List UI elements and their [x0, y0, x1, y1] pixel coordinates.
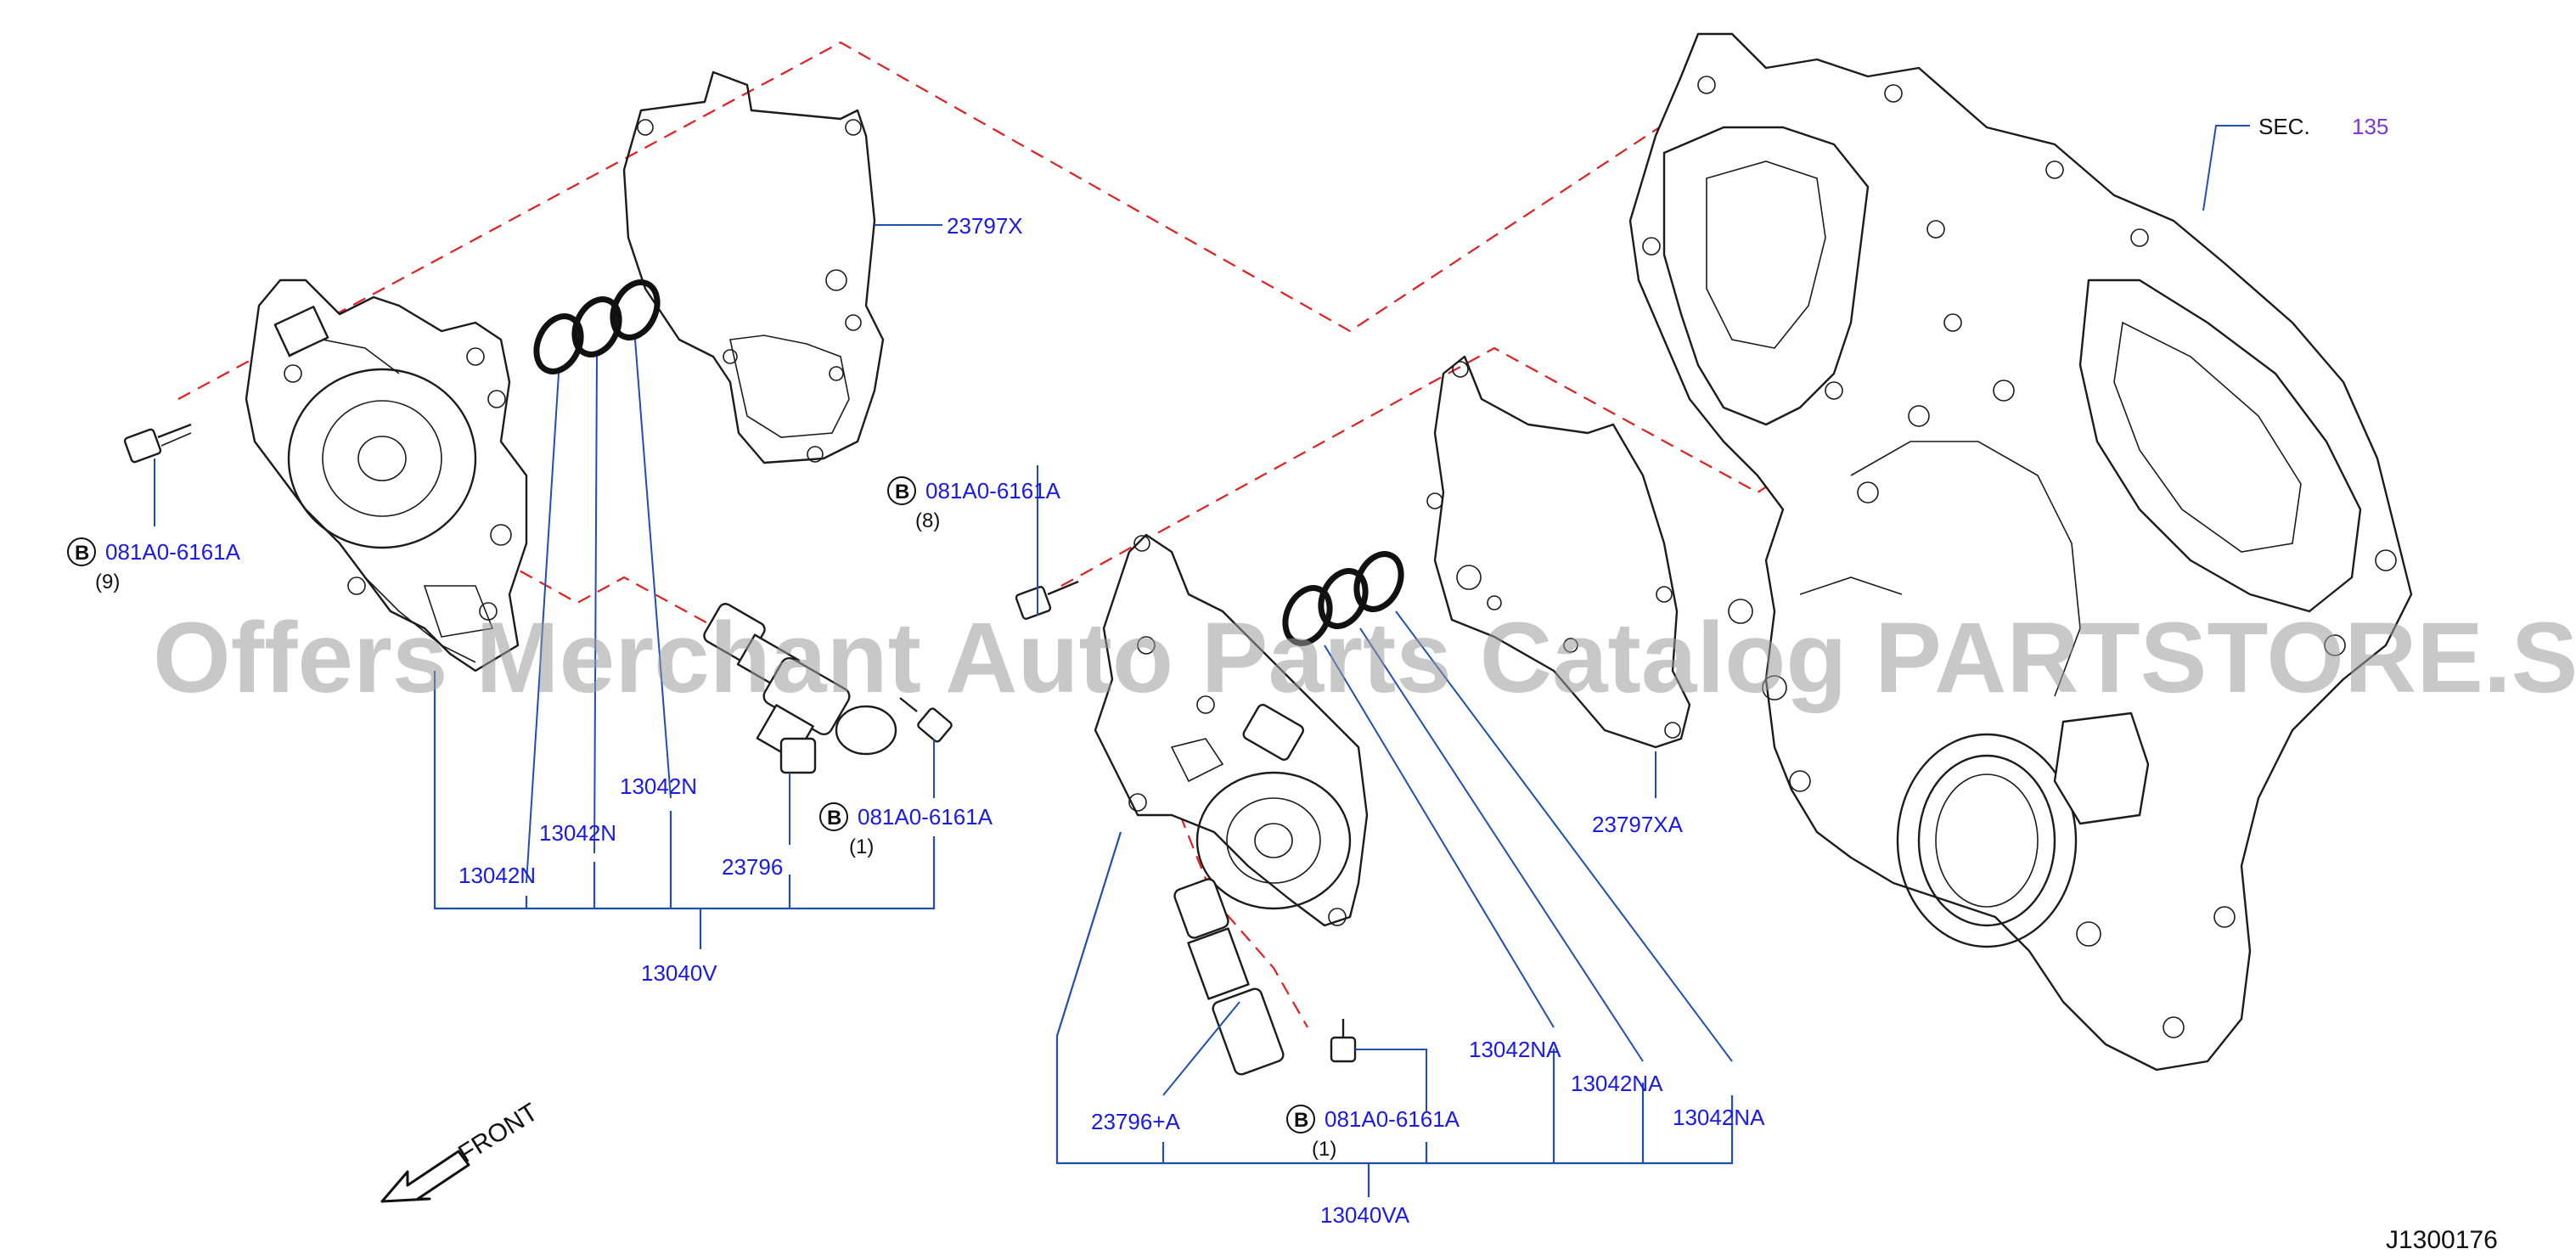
bolt-callout-9[interactable]: B 081A0-6161A (9)	[67, 537, 241, 593]
bolt-symbol-icon	[819, 802, 848, 831]
front-arrow-icon	[380, 1150, 470, 1203]
bolt-quantity: (9)	[95, 571, 120, 593]
label-13042na-3[interactable]: 13042NA	[1673, 1105, 1765, 1130]
label-13042na-2[interactable]: 13042NA	[1571, 1071, 1663, 1096]
bolt-symbol-letter: B	[895, 481, 909, 503]
bolt-symbol-icon	[887, 476, 916, 505]
bolt-left-solenoid[interactable]	[899, 697, 953, 743]
bolt-callout-1-right[interactable]: B 081A0-6161A (1)	[1286, 1105, 1460, 1161]
section-number[interactable]: 135	[2352, 114, 2388, 139]
orings-left[interactable]	[528, 275, 666, 379]
bolt-right-solenoid[interactable]	[1330, 1019, 1357, 1063]
gasket-23797xa[interactable]	[1426, 355, 1691, 749]
watermark: Offers Merchant Auto Parts Catalog PARTS…	[153, 602, 2576, 714]
diagram-id: J1300176	[2386, 1226, 2498, 1254]
label-13042n-3[interactable]: 13042N	[620, 773, 697, 799]
valve-timing-cover-right[interactable]	[1094, 533, 1369, 927]
bolt-part-number[interactable]: 081A0-6161A	[925, 478, 1061, 503]
timing-chain-case[interactable]	[1628, 32, 2413, 1072]
label-13042n-1[interactable]: 13042N	[458, 863, 536, 888]
label-23796a[interactable]: 23796+A	[1091, 1109, 1180, 1134]
bolt-symbol-letter: B	[75, 542, 89, 565]
bolt-part-number[interactable]: 081A0-6161A	[1325, 1106, 1460, 1132]
bolt-part-number[interactable]: 081A0-6161A	[105, 539, 241, 565]
label-23797xa[interactable]: 23797XA	[1592, 812, 1684, 837]
bolt-quantity: (8)	[915, 509, 940, 532]
valve-timing-cover-left[interactable]	[245, 278, 528, 672]
bolt-symbol-letter: B	[827, 807, 841, 830]
section-reference[interactable]: SEC. 135	[2258, 114, 2388, 139]
leader-lines	[154, 125, 2250, 1197]
label-13040v[interactable]: 13040V	[641, 960, 717, 986]
bolt-symbol-letter: B	[1294, 1109, 1308, 1132]
front-direction-indicator: FRONT	[380, 1098, 543, 1203]
bolt-quantity: (1)	[1312, 1138, 1336, 1161]
bolt-callout-1-left[interactable]: B 081A0-6161A (1)	[819, 802, 993, 858]
label-13042na-1[interactable]: 13042NA	[1469, 1037, 1561, 1062]
section-prefix: SEC.	[2258, 114, 2310, 139]
label-23796[interactable]: 23796	[722, 854, 783, 880]
gasket-23797x[interactable]	[622, 70, 885, 464]
bolt-symbol-icon	[1286, 1105, 1315, 1133]
label-13042n-2[interactable]: 13042N	[539, 820, 616, 846]
orings-right[interactable]	[1277, 547, 1409, 650]
solenoid-23796[interactable]	[702, 601, 897, 774]
bolt-callout-8[interactable]: B 081A0-6161A (8)	[887, 476, 1061, 532]
bolt-quantity: (1)	[849, 835, 874, 858]
bolt-symbol-icon	[67, 537, 96, 566]
bolt-part-number[interactable]: 081A0-6161A	[858, 804, 993, 830]
solenoid-23796a[interactable]	[1173, 877, 1285, 1076]
label-23797x[interactable]: 23797X	[947, 213, 1023, 239]
front-label: FRONT	[453, 1098, 543, 1168]
label-13040va[interactable]: 13040VA	[1320, 1202, 1410, 1228]
bolt-left-outer[interactable]	[123, 423, 192, 464]
